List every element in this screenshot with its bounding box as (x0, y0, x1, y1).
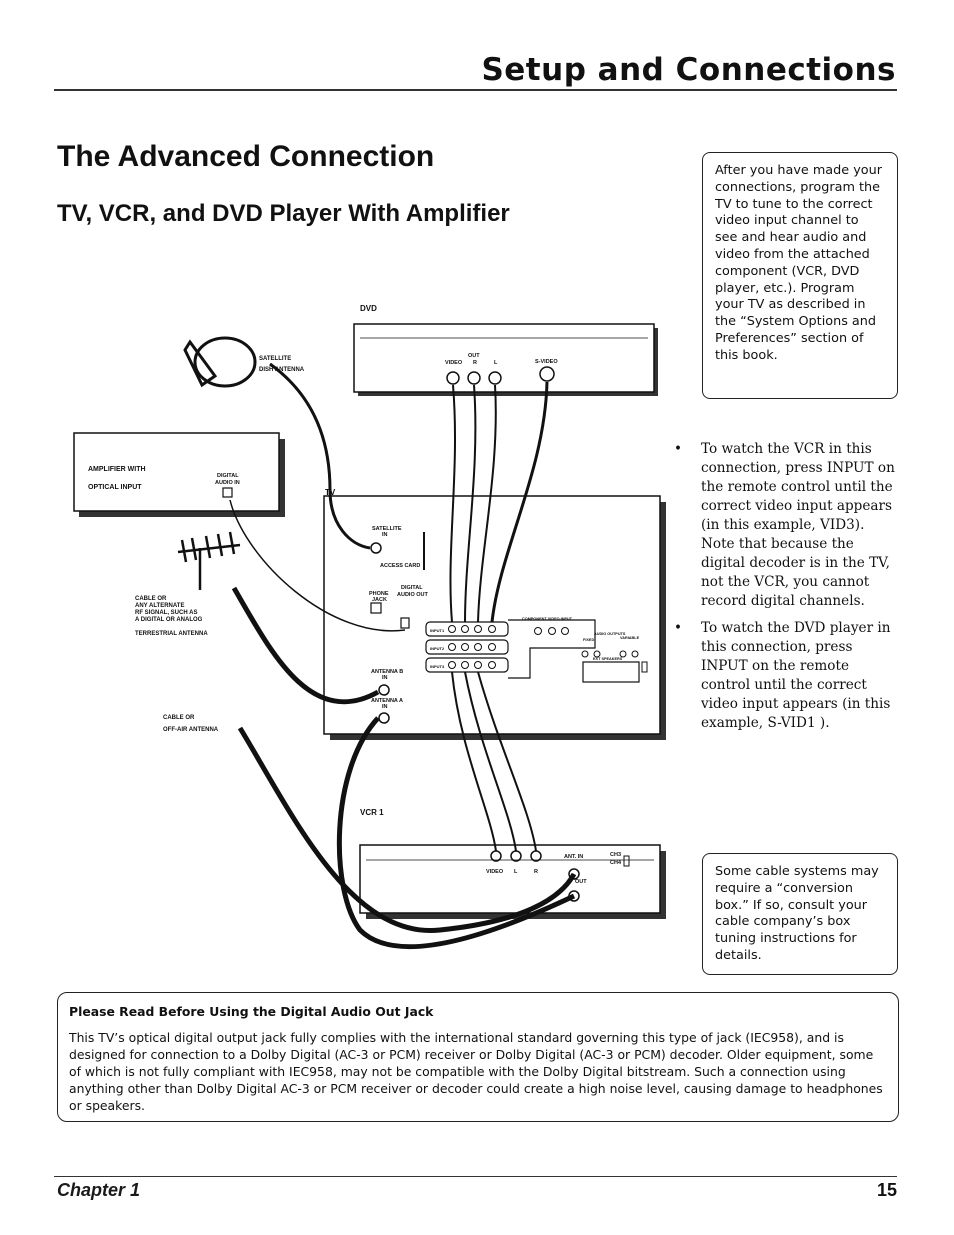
dvd-l-label: L (494, 360, 498, 366)
audio-outputs-label: AUDIO OUTPUTS (594, 632, 626, 636)
vcr-l-label: L (514, 869, 518, 875)
bullet-text-dvd: To watch the DVD player in this connecti… (701, 620, 891, 731)
vcr-out-label: OUT (575, 879, 587, 885)
digital-out-label-1: DIGITAL (401, 585, 423, 591)
vcr (359, 844, 661, 914)
phone-jack-label-1: PHONE (369, 591, 389, 597)
vcr-ch4-label: CH4 (610, 860, 622, 866)
dvd-svideo-label: S-VIDEO (535, 359, 558, 365)
page-title: The Advanced Connection (57, 140, 435, 173)
satellite-in-label-1: SATELLITE (372, 526, 402, 532)
antenna-a-label-1: ANTENNA A (371, 698, 403, 704)
access-card-label: ACCESS CARD (380, 563, 420, 569)
satellite-in-label-2: IN (382, 532, 388, 538)
component-video-label: COMPONENT VIDEO INPUT (522, 617, 573, 621)
list-item: • To watch the VCR in this connection, pr… (672, 440, 900, 611)
cable-rf-label-1: CABLE OR (135, 596, 167, 602)
cable-rf-label-2: ANY ALTERNATE (135, 603, 184, 609)
dvd-out-label: OUT (468, 353, 480, 359)
chapter-label: Chapter 1 (57, 1180, 141, 1200)
notice-title: Please Read Before Using the Digital Aud… (69, 1004, 434, 1019)
bullet-symbol: • (674, 441, 683, 457)
bullet-text-vcr: To watch the VCR in this connection, pre… (701, 441, 895, 609)
vcr-ch3-label: CH3 (610, 852, 621, 858)
antenna-icon (177, 531, 241, 590)
amp-digital-label-2: AUDIO IN (215, 480, 240, 486)
cable-rf-label-5: TERRESTRIAL ANTENNA (135, 631, 208, 637)
dvd-video-label: VIDEO (445, 360, 463, 366)
dvd-label: DVD (360, 304, 377, 313)
input3-label: INPUT3 (430, 664, 445, 669)
amp-digital-label-1: DIGITAL (217, 473, 239, 479)
amplifier (73, 432, 280, 512)
amplifier-label-2: OPTICAL INPUT (88, 484, 142, 491)
dvd-r-label: R (473, 360, 477, 366)
cable-box-callout: Some cable systems may require a “conver… (702, 853, 898, 975)
antenna-b-label-2: IN (382, 675, 388, 681)
header-divider (54, 89, 897, 91)
connection-diagram: DVD OUT VIDEO R L S-VIDEO SATELLITE DISH… (60, 290, 680, 970)
satellite-dish-label-1: SATELLITE (259, 356, 291, 362)
input1-label: INPUT1 (430, 628, 445, 633)
footer-divider (54, 1176, 897, 1177)
vcr-r-label: R (534, 869, 538, 875)
ext-speakers-label: EXT SPEAKERS (593, 657, 623, 661)
fixed-label: FIXED (583, 638, 594, 642)
phone-jack-label-2: JACK (372, 597, 387, 603)
cable-rf-label-3: RF SIGNAL, SUCH AS (135, 610, 197, 616)
header-title: Setup and Connections (481, 52, 896, 88)
list-item: • To watch the DVD player in this connect… (672, 619, 900, 733)
satellite-dish-label-2: DISH ANTENNA (259, 367, 305, 373)
notice-body: This TV’s optical digital output jack fu… (69, 1030, 883, 1113)
variable-label: VARIABLE (620, 636, 640, 640)
cable-offair-label-2: OFF-AIR ANTENNA (163, 727, 219, 733)
input2-label: INPUT2 (430, 646, 445, 651)
antenna-b-label-1: ANTENNA B (371, 669, 403, 675)
dvd-player (353, 323, 655, 393)
bullet-symbol: • (674, 620, 683, 636)
page-subtitle: TV, VCR, and DVD Player With Amplifier (57, 200, 510, 227)
cable-rf-label-4: A DIGITAL OR ANALOG (135, 617, 203, 623)
digital-out-label-2: AUDIO OUT (397, 592, 429, 598)
antenna-a-label-2: IN (382, 704, 388, 710)
vcr-label: VCR 1 (360, 808, 384, 817)
digital-audio-notice: Please Read Before Using the Digital Aud… (57, 992, 899, 1122)
vcr-video-label: VIDEO (486, 869, 504, 875)
connection-tip-callout: After you have made your connections, pr… (702, 152, 898, 399)
viewing-instructions-list: • To watch the VCR in this connection, pr… (672, 440, 900, 741)
tv-label: TV (325, 488, 336, 497)
amplifier-label-1: AMPLIFIER WITH (88, 466, 146, 473)
satellite-dish-icon (193, 336, 257, 388)
vcr-ant-in-label: ANT. IN (564, 854, 583, 860)
cable-offair-label-1: CABLE OR (163, 715, 195, 721)
page-number: 15 (876, 1180, 897, 1200)
